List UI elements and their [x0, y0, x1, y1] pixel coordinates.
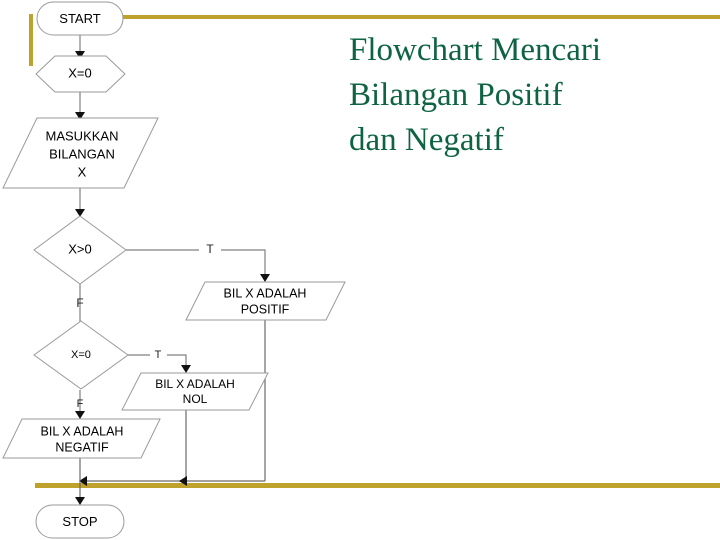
node-input-label-line-2: BILANGAN: [49, 146, 115, 161]
slide-title-line-2: Bilangan Positif: [349, 77, 563, 113]
node-init-shape: [35, 55, 126, 93]
left-gold-bar: [29, 14, 33, 66]
branch-label-gt0-true: T: [206, 242, 214, 256]
node-output-positif-shape: [185, 281, 346, 321]
arrowhead-merge-nol: [179, 476, 187, 486]
connector-gt0-true-seg2: [221, 249, 266, 275]
arrowhead-eq0-false: [75, 411, 85, 419]
arrowhead-merge-pos: [79, 476, 87, 486]
slide-title: Flowchart Mencari Bilangan Positif dan N…: [349, 28, 711, 163]
node-decision-gt0[interactable]: X>0: [33, 215, 127, 285]
branch-label-gt0-false: F: [76, 296, 83, 310]
arrowhead-eq0-true: [181, 365, 191, 373]
node-output-positif-label-line-2: POSITIF: [241, 302, 290, 316]
node-input-label-line-3: X: [78, 164, 87, 179]
connector-eq0-true-seg2: [167, 354, 187, 366]
slide-title-line-1: Flowchart Mencari: [349, 32, 601, 68]
node-stop-shape: [35, 504, 125, 539]
node-decision-gt0-label: X>0: [68, 241, 92, 256]
node-output-negatif-label-line-1: BIL X ADALAH: [41, 424, 124, 438]
node-decision-gt0-shape: [33, 215, 127, 285]
arrowhead-gt0-true: [260, 274, 270, 282]
node-init[interactable]: X=0: [35, 55, 126, 93]
branch-label-eq0-false: F: [77, 398, 84, 410]
node-output-positif[interactable]: BIL X ADALAH POSITIF: [185, 281, 346, 321]
top-gold-rule: [115, 15, 720, 19]
node-output-negatif-shape: [2, 418, 161, 459]
node-decision-eq0[interactable]: X=0: [33, 320, 129, 390]
node-init-label: X=0: [68, 65, 92, 80]
node-input[interactable]: MASUKKAN BILANGAN X: [2, 117, 159, 189]
arrowhead-to-stop: [75, 497, 85, 505]
node-output-negatif[interactable]: BIL X ADALAH NEGATIF: [2, 418, 161, 459]
arrowhead-init-to-input: [75, 112, 85, 120]
node-start-shape: [36, 1, 124, 36]
node-output-negatif-label-line-2: NEGATIF: [55, 440, 109, 454]
node-input-shape: [2, 117, 159, 189]
node-output-nol[interactable]: BIL X ADALAH NOL: [121, 372, 269, 411]
branch-label-eq0-true: T: [155, 349, 162, 361]
node-output-nol-label-line-1: BIL X ADALAH: [155, 377, 235, 391]
node-output-positif-label-line-1: BIL X ADALAH: [224, 286, 307, 300]
arrowhead-input-to-dec-gt0: [75, 209, 85, 217]
node-input-label-line-1: MASUKKAN: [46, 128, 119, 143]
node-decision-eq0-label: X=0: [71, 349, 91, 361]
node-start[interactable]: START: [36, 1, 124, 36]
slide-title-line-3: dan Negatif: [349, 122, 504, 158]
node-start-label: START: [59, 11, 100, 26]
node-stop[interactable]: STOP: [35, 504, 125, 539]
node-decision-eq0-shape: [33, 320, 129, 390]
node-stop-label: STOP: [62, 514, 97, 529]
node-output-nol-label-line-2: NOL: [183, 392, 208, 406]
bottom-gold-rule: [35, 483, 720, 488]
arrowhead-start-to-init: [75, 51, 85, 59]
node-output-nol-shape: [121, 372, 269, 411]
